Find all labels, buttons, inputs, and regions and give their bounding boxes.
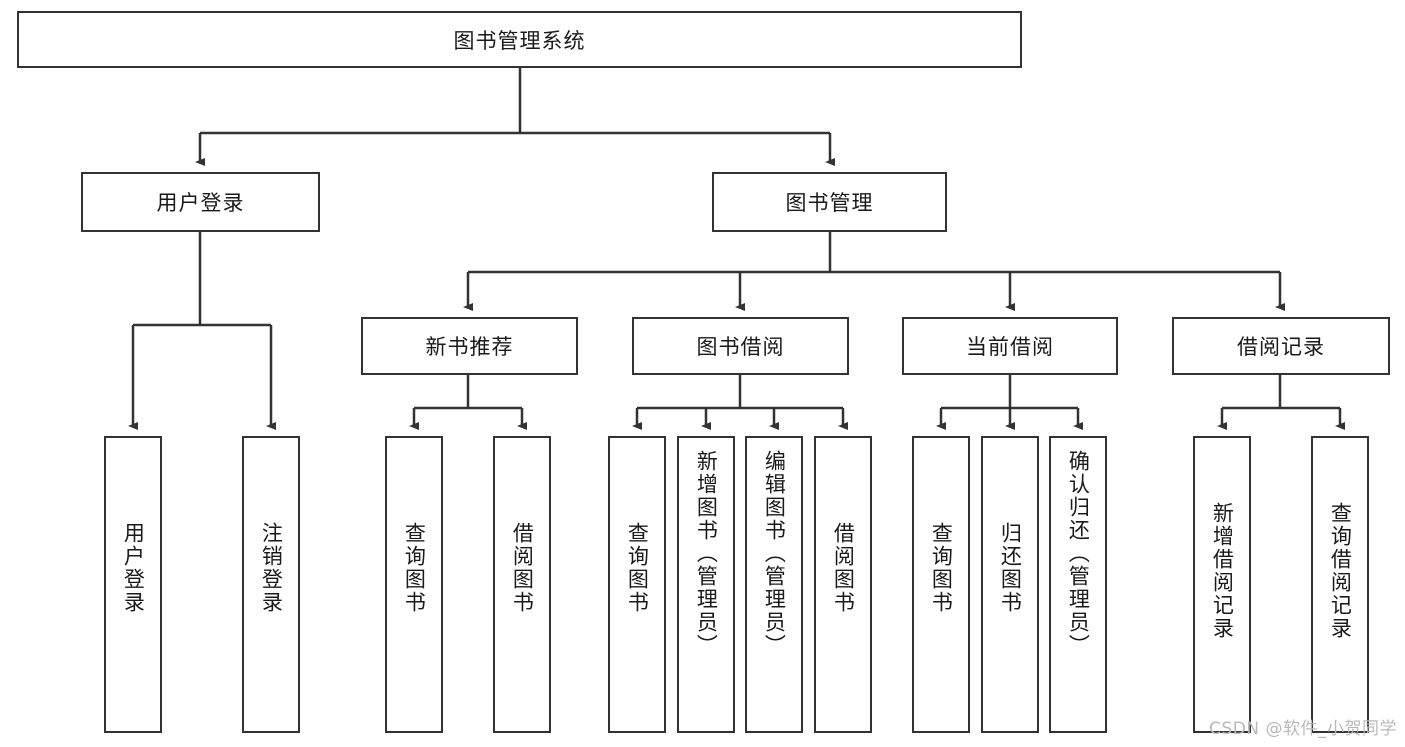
leaf-borrow-record-add[interactable]: 新增借阅记录	[1193, 436, 1251, 733]
leaf-book-borrow-edit[interactable]: 编辑图书（管理员）	[745, 436, 803, 733]
node-book-borrow[interactable]: 图书借阅	[632, 317, 849, 375]
node-label: 新增图书（管理员）	[694, 450, 719, 657]
node-label: 编辑图书（管理员）	[762, 450, 787, 657]
leaf-current-borrow-query[interactable]: 查询图书	[912, 436, 970, 733]
node-book-management-system[interactable]: 图书管理系统	[17, 11, 1022, 68]
node-label: 查询图书	[929, 522, 954, 614]
node-label: 查询借阅记录	[1328, 502, 1353, 640]
node-label: 查询图书	[402, 522, 427, 614]
leaf-user-login-login[interactable]: 用户登录	[104, 436, 162, 733]
node-borrow-record[interactable]: 借阅记录	[1172, 317, 1390, 375]
leaf-current-borrow-return[interactable]: 归还图书	[981, 436, 1039, 733]
leaf-borrow-record-query[interactable]: 查询借阅记录	[1311, 436, 1369, 733]
node-label: 借阅图书	[510, 522, 535, 614]
node-label: 借阅图书	[831, 522, 856, 614]
node-label: 新书推荐	[425, 335, 514, 359]
node-user-login[interactable]: 用户登录	[81, 172, 320, 232]
leaf-book-borrow-add[interactable]: 新增图书（管理员）	[677, 436, 735, 733]
node-label: 确认归还（管理员）	[1066, 450, 1091, 657]
leaf-user-login-logout[interactable]: 注销登录	[242, 436, 300, 733]
leaf-book-borrow-query[interactable]: 查询图书	[608, 436, 666, 733]
node-label: 用户登录	[156, 191, 245, 215]
node-label: 图书管理	[785, 191, 874, 215]
node-label: 归还图书	[998, 522, 1023, 614]
node-label: 借阅记录	[1237, 335, 1325, 359]
watermark-text: CSDN @软件_小贺同学	[1209, 719, 1397, 739]
node-label: 注销登录	[259, 522, 284, 614]
leaf-book-borrow-borrow[interactable]: 借阅图书	[814, 436, 872, 733]
node-new-book-recommend[interactable]: 新书推荐	[361, 317, 578, 375]
node-label: 当前借阅	[966, 335, 1054, 359]
node-label: 新增借阅记录	[1210, 502, 1235, 640]
leaf-new-book-borrow[interactable]: 借阅图书	[493, 436, 551, 733]
node-label: 查询图书	[625, 522, 650, 614]
leaf-current-borrow-confirm-return[interactable]: 确认归还（管理员）	[1049, 436, 1107, 733]
node-current-borrow[interactable]: 当前借阅	[902, 317, 1118, 375]
leaf-new-book-query[interactable]: 查询图书	[385, 436, 443, 733]
node-book-management[interactable]: 图书管理	[712, 172, 947, 232]
node-label: 图书借阅	[696, 335, 785, 359]
node-label: 图书管理系统	[453, 28, 586, 53]
node-label: 用户登录	[121, 522, 146, 614]
